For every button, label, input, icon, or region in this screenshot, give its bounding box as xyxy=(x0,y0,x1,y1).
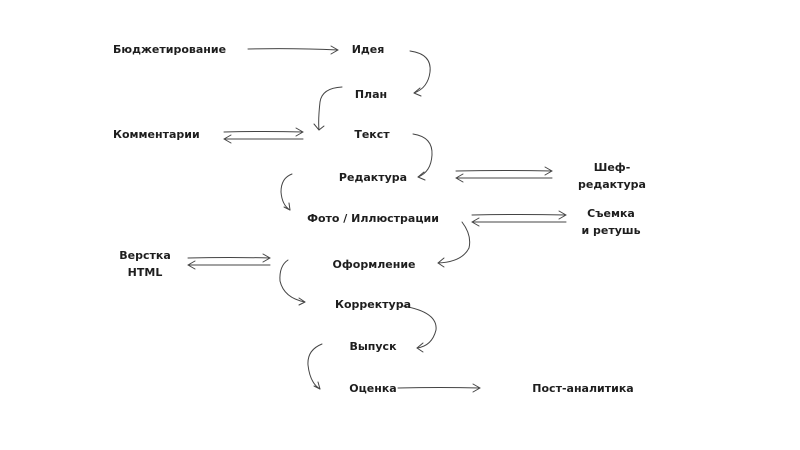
arrow-idea-plan xyxy=(409,50,431,97)
arrow-comments-text xyxy=(223,127,304,144)
arrow-layout-design xyxy=(187,253,271,270)
node-shooting-line2: и ретушь xyxy=(581,224,641,237)
node-chief-editing-line1: Шеф- xyxy=(593,161,631,174)
node-layout-line1: Верстка xyxy=(119,249,171,262)
node-post-analytics: Пост-аналитика xyxy=(532,382,634,395)
node-idea: Идея xyxy=(351,43,385,56)
node-layout-line2: HTML xyxy=(127,266,163,279)
arrow-design-proofreading xyxy=(279,259,306,306)
node-plan: План xyxy=(354,88,388,101)
node-proofreading: Корректура xyxy=(334,298,412,311)
node-editing: Редактура xyxy=(338,171,408,184)
node-shooting-line1: Съемка xyxy=(587,207,635,220)
node-budgeting: Бюджетирование xyxy=(113,43,227,56)
node-design: Оформление xyxy=(332,258,416,271)
node-chief-editing: Шеф- редактура xyxy=(578,159,646,193)
node-layout: Верстка HTML xyxy=(119,247,171,281)
arrow-plan-text xyxy=(313,86,343,131)
arrow-editing-photo xyxy=(280,173,293,211)
arrow-editing-chief xyxy=(455,166,553,183)
node-shooting: Съемка и ретушь xyxy=(581,205,640,239)
arrow-photo-design xyxy=(437,221,471,268)
node-text: Текст xyxy=(354,128,390,141)
node-release: Выпуск xyxy=(349,340,397,353)
arrow-text-editing xyxy=(412,133,433,181)
node-evaluation: Оценка xyxy=(349,382,397,395)
arrow-budgeting-idea xyxy=(247,45,339,55)
node-photo: Фото / Иллюстрации xyxy=(307,212,439,225)
node-comments: Комментарии xyxy=(113,128,200,141)
arrow-proofreading-release xyxy=(402,305,437,353)
node-chief-editing-line2: редактура xyxy=(578,178,646,191)
arrow-release-evaluation xyxy=(307,343,323,390)
arrow-evaluation-post-analytics xyxy=(397,383,481,393)
arrow-photo-shooting xyxy=(471,210,567,227)
